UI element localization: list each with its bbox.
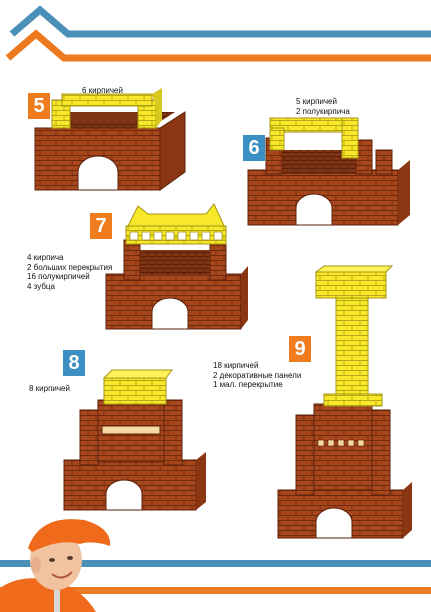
child-mascot-image bbox=[0, 0, 431, 612]
